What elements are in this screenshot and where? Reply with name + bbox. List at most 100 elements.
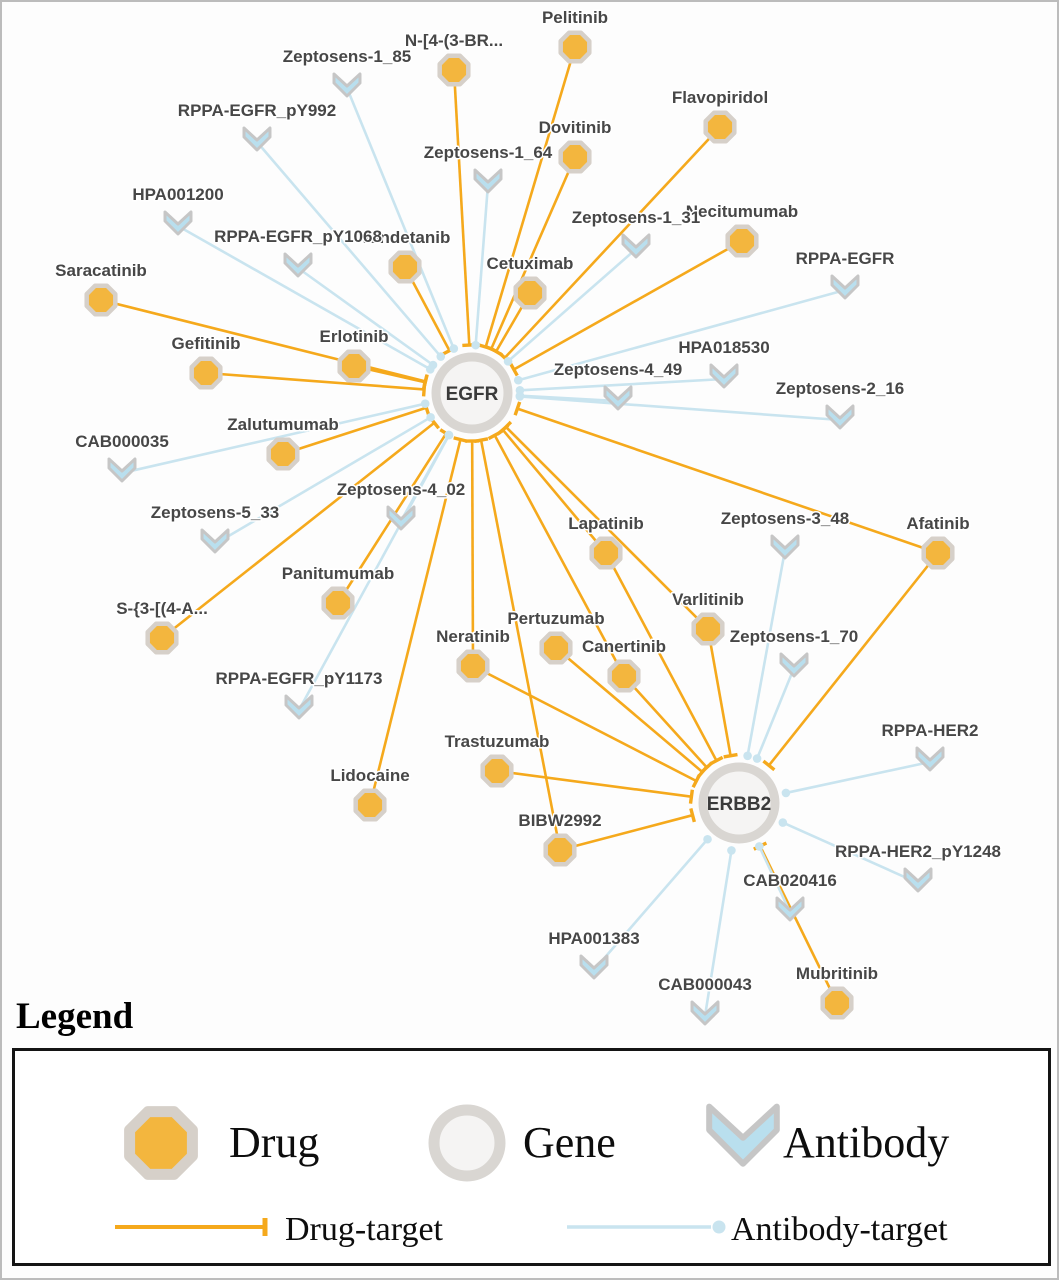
drug-node-vandetanib[interactable]	[388, 250, 422, 284]
antibody-target-edge-erbb2-hpa001383	[593, 838, 709, 971]
drug-node-bibw2992[interactable]	[543, 833, 577, 867]
antibody-node-cab000035[interactable]	[107, 457, 137, 483]
antibody-node-cab020416[interactable]	[775, 896, 805, 922]
drug-target-edge-egfr-flavopiridol	[503, 126, 721, 359]
drug-node-cetuximab[interactable]	[513, 276, 547, 310]
drug-target-edge-erbb2-varlitinib	[706, 628, 732, 756]
antibody-target-edge-egfr-zeptosens-1-64	[474, 183, 490, 346]
antibody-node-rppa-egfr-py1068[interactable]	[283, 252, 313, 278]
drug-target-edge-erbb2-lapatinib	[604, 552, 718, 762]
antibody-node-zeptosens-1-31[interactable]	[621, 233, 651, 259]
antibody-label-cab000035: CAB000035	[75, 432, 169, 451]
drug-label-necitumumab: Necitumumab	[686, 202, 798, 221]
antibody-target-line-icon	[567, 1220, 726, 1234]
drug-node-lapatinib[interactable]	[589, 536, 623, 570]
antibody-node-rppa-her2[interactable]	[915, 746, 945, 772]
antibody-node-zeptosens-3-48[interactable]	[770, 534, 800, 560]
antibody-node-hpa018530[interactable]	[709, 363, 739, 389]
drug-target-arrowhead	[453, 436, 468, 443]
drug-label-pertuzumab: Pertuzumab	[507, 609, 604, 628]
antibody-target-edge-erbb2-rppa-her2	[785, 760, 931, 795]
drug-node-s-3-4-a[interactable]	[145, 621, 179, 655]
drug-node-dovitinib[interactable]	[558, 140, 592, 174]
drug-node-erlotinib[interactable]	[337, 349, 371, 383]
antibody-label-zeptosens-4-02: Zeptosens-4_02	[337, 480, 466, 499]
antibody-label-rppa-her2-py1248: RPPA-HER2_pY1248	[835, 842, 1001, 861]
drug-label-bibw2992: BIBW2992	[518, 811, 601, 830]
antibody-node-zeptosens-2-16[interactable]	[825, 404, 855, 430]
drug-node-pertuzumab[interactable]	[539, 631, 573, 665]
antibody-label-zeptosens-1-64: Zeptosens-1_64	[424, 143, 553, 162]
antibody-node-zeptosens-1-64[interactable]	[473, 168, 503, 194]
drug-node-gefitinib[interactable]	[189, 356, 223, 390]
drug-node-trastuzumab[interactable]	[480, 754, 514, 788]
drug-node-neratinib[interactable]	[456, 649, 490, 683]
antibody-target-edge-egfr-zeptosens-1-31	[507, 248, 637, 363]
antibody-target-edge-erbb2-zeptosens-1-70	[755, 667, 796, 760]
antibody-target-edge-egfr-zeptosens-1-85	[345, 87, 456, 350]
antibody-target-dot	[503, 357, 513, 366]
drug-node-pelitinib[interactable]	[558, 30, 592, 64]
antibody-node-zeptosens-4-49[interactable]	[603, 385, 633, 411]
legend-label-antibody-target: Antibody-target	[731, 1211, 948, 1248]
drug-node-zalutumumab[interactable]	[266, 437, 300, 471]
drug-node-varlitinib[interactable]	[691, 612, 725, 646]
antibody-node-rppa-her2-py1248[interactable]	[903, 867, 933, 893]
drug-label-gefitinib: Gefitinib	[172, 334, 241, 353]
antibody-node-rppa-egfr-py1173[interactable]	[284, 694, 314, 720]
antibody-target-dot	[471, 340, 480, 350]
gene-label-egfr: EGFR	[446, 384, 499, 405]
antibody-node-zeptosens-5-33[interactable]	[200, 528, 230, 554]
drug-target-arrowhead	[473, 437, 489, 444]
antibody-node-zeptosens-1-70[interactable]	[779, 652, 809, 678]
antibody-node-zeptosens-4-02[interactable]	[386, 505, 416, 531]
drug-target-edge-egfr-lapatinib	[501, 428, 607, 554]
antibody-node-rppa-egfr[interactable]	[830, 274, 860, 300]
antibody-target-edge-egfr-rppa-egfr-py1173	[297, 434, 451, 711]
antibody-label-rppa-egfr: RPPA-EGFR	[796, 249, 895, 268]
drug-node-canertinib[interactable]	[607, 659, 641, 693]
antibody-label-hpa001200: HPA001200	[132, 185, 223, 204]
drug-target-arrowhead	[499, 420, 513, 434]
drug-label-canertinib: Canertinib	[582, 637, 666, 656]
drug-target-edge-egfr-necitumumab	[513, 239, 743, 371]
drug-target-edge-egfr-lidocaine	[368, 439, 462, 806]
drug-node-panitumumab[interactable]	[321, 586, 355, 620]
drug-node-necitumumab[interactable]	[725, 224, 759, 258]
antibody-target-edge-egfr-zeptosens-5-33	[214, 416, 432, 546]
legend-label-drug: Drug	[229, 1118, 320, 1167]
drug-node-lidocaine[interactable]	[353, 788, 387, 822]
drug-label-varlitinib: Varlitinib	[672, 590, 744, 609]
legend-box: Drug Gene Antibody Drug-target Antibody-…	[12, 1048, 1051, 1266]
drug-target-edge-egfr-canertinib	[493, 434, 626, 677]
drug-node-afatinib[interactable]	[921, 536, 955, 570]
antibody-label-hpa001383: HPA001383	[548, 929, 639, 948]
legend-title: Legend	[16, 996, 134, 1037]
antibody-node-rppa-egfr-py992[interactable]	[242, 126, 272, 152]
network-canvas[interactable]: PelitinibN-[4-(3-BR...DovitinibFlavopiri…	[2, 2, 1059, 1047]
drug-target-arrowhead	[421, 375, 429, 390]
drug-node-saracatinib[interactable]	[84, 283, 118, 317]
drug-target-arrowhead	[689, 807, 696, 823]
antibody-target-dot	[515, 392, 525, 401]
antibody-target-edge-egfr-hpa001200	[177, 224, 431, 371]
antibody-node-zeptosens-1-85[interactable]	[332, 72, 362, 98]
drug-target-edge-egfr-s-3-4-a	[161, 421, 436, 640]
drug-node-mubritinib[interactable]	[820, 986, 854, 1020]
antibody-label-zeptosens-3-48: Zeptosens-3_48	[721, 509, 850, 528]
antibody-node-hpa001200[interactable]	[163, 210, 193, 236]
drug-target-edge-egfr-dovitinib	[490, 156, 577, 350]
antibody-node-hpa001383[interactable]	[579, 954, 609, 980]
antibody-target-edge-egfr-rppa-egfr-py992	[256, 141, 442, 358]
antibody-icon	[706, 1103, 780, 1167]
drug-node-n-4-3-br[interactable]	[437, 53, 471, 87]
antibody-target-edge-erbb2-zeptosens-3-48	[746, 549, 787, 757]
drug-node-flavopiridol[interactable]	[703, 110, 737, 144]
drug-label-trastuzumab: Trastuzumab	[445, 732, 550, 751]
drug-target-edge-erbb2-pertuzumab	[555, 647, 704, 773]
antibody-target-edge-egfr-hpa018530	[519, 377, 725, 392]
gene-node-erbb2[interactable]	[698, 762, 780, 844]
gene-node-egfr[interactable]	[431, 352, 513, 434]
antibody-target-edge-egfr-cab000035	[121, 402, 426, 475]
antibody-node-cab000043[interactable]	[690, 1000, 720, 1026]
